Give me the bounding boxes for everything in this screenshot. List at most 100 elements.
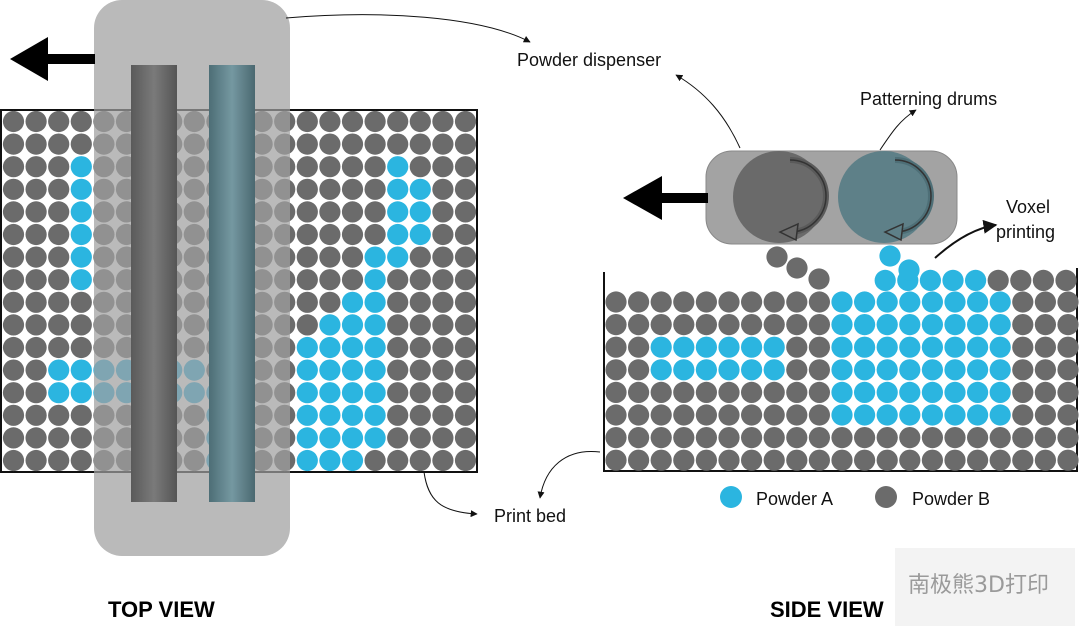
watermark-text: 南极熊3D打印	[908, 573, 1049, 598]
powder-b-particle	[454, 178, 477, 200]
powder-b-particle	[1012, 291, 1034, 313]
powder-b-particle	[48, 201, 70, 223]
powder-b-particle	[432, 336, 454, 359]
powder-b-particle	[967, 427, 989, 449]
powder-a-particle	[967, 291, 989, 313]
powder-b-particle	[454, 427, 477, 449]
powder-a-particle	[899, 359, 921, 381]
powder-b-particle	[673, 449, 695, 471]
rotation-arrow-gray	[778, 157, 829, 242]
powder-b-particle	[605, 404, 627, 426]
powder-a-particle	[944, 291, 966, 313]
powder-b-particle	[432, 291, 454, 313]
powder-b-particle	[605, 381, 627, 403]
powder-a-particle	[48, 382, 70, 404]
powder-b-particle	[296, 201, 318, 223]
powder-a-particle	[319, 314, 341, 336]
voxel-leader	[934, 219, 998, 259]
powder-b-particle	[454, 110, 477, 133]
powder-a-particle	[409, 201, 431, 223]
powder-b-particle	[921, 427, 944, 449]
powder-b-particle	[409, 382, 431, 404]
powder-a-particle	[341, 382, 364, 404]
powder-b-particle	[432, 382, 454, 404]
powder-b-particle	[763, 404, 785, 426]
powder-b-particle	[2, 223, 25, 246]
powder-b-particle	[341, 246, 364, 268]
powder-b-particle	[1034, 404, 1056, 426]
powder-b-particle	[387, 291, 409, 313]
powder-b-particle	[899, 449, 921, 471]
powder-a-particle	[899, 404, 921, 426]
powder-b-particle	[605, 359, 627, 381]
powder-b-particle	[2, 314, 25, 336]
powder-a-particle	[967, 381, 989, 403]
powder-b-particle	[296, 156, 318, 178]
powder-b-particle	[296, 178, 318, 200]
powder-b-particle	[296, 269, 318, 291]
powder-b-particle	[341, 269, 364, 291]
powder-a-particle	[319, 382, 341, 404]
powder-b-particle	[650, 381, 672, 403]
powder-b-particle	[341, 110, 364, 133]
powder-a-particle	[989, 381, 1011, 403]
powder-b-particle	[454, 223, 477, 246]
powder-b-particle	[25, 110, 47, 133]
powder-b-particle	[70, 291, 92, 313]
powder-b-particle	[387, 314, 409, 336]
powder-b-particle	[409, 291, 431, 313]
powder-b-particle	[409, 269, 431, 291]
powder-b-particle	[25, 314, 47, 336]
powder-b-particle	[432, 201, 454, 223]
powder-b-particle	[454, 246, 477, 268]
powder-a-particle	[70, 201, 92, 223]
powder-a-particle	[831, 314, 853, 336]
powder-b-particle	[628, 404, 650, 426]
powder-b-particle	[628, 449, 650, 471]
powder-b-particle	[650, 449, 672, 471]
dispenser-leader	[285, 14, 531, 43]
powder-b-particle	[319, 201, 341, 223]
falling-powder-a	[879, 245, 920, 281]
powder-a-particle	[341, 314, 364, 336]
powder-b-particle	[763, 291, 785, 313]
powder-b-particle	[48, 291, 70, 313]
powder-a-particle	[364, 269, 386, 291]
powder-b-particle	[319, 291, 341, 313]
powder-a-particle	[831, 291, 853, 313]
powder-a-particle	[921, 336, 944, 358]
powder-b-particle	[48, 336, 70, 359]
powder-b-particle	[48, 314, 70, 336]
drums-leader	[879, 109, 917, 151]
powder-b-particle	[2, 449, 25, 472]
powder-a-particle	[874, 269, 896, 291]
powder-b-particle	[786, 291, 808, 313]
powder-b-particle	[364, 133, 386, 155]
powder-a-particle	[364, 359, 386, 381]
powder-b-particle	[808, 449, 831, 471]
powder-b-particle	[944, 427, 966, 449]
powder-b-particle	[605, 449, 627, 471]
powder-b-particle	[2, 336, 25, 359]
powder-b-particle	[319, 269, 341, 291]
powder-b-particle	[70, 336, 92, 359]
powder-a-particle	[70, 223, 92, 246]
powder-b-particle	[25, 336, 47, 359]
powder-a-particle	[296, 382, 318, 404]
powder-b-particle	[854, 449, 876, 471]
powder-b-particle	[364, 201, 386, 223]
powder-a-particle	[921, 404, 944, 426]
side-powder-grid	[605, 269, 1079, 471]
powder-b-particle	[70, 449, 92, 472]
powder-b-particle	[454, 359, 477, 381]
powder-b-particle	[605, 336, 627, 358]
powder-b-particle	[296, 314, 318, 336]
powder-a-particle	[364, 404, 386, 426]
powder-b-particle	[296, 246, 318, 268]
powder-a-particle	[673, 336, 695, 358]
legend: Powder A Powder B	[720, 486, 990, 509]
powder-b-particle	[454, 201, 477, 223]
powder-b-particle	[808, 314, 831, 336]
powder-b-particle	[1012, 427, 1034, 449]
